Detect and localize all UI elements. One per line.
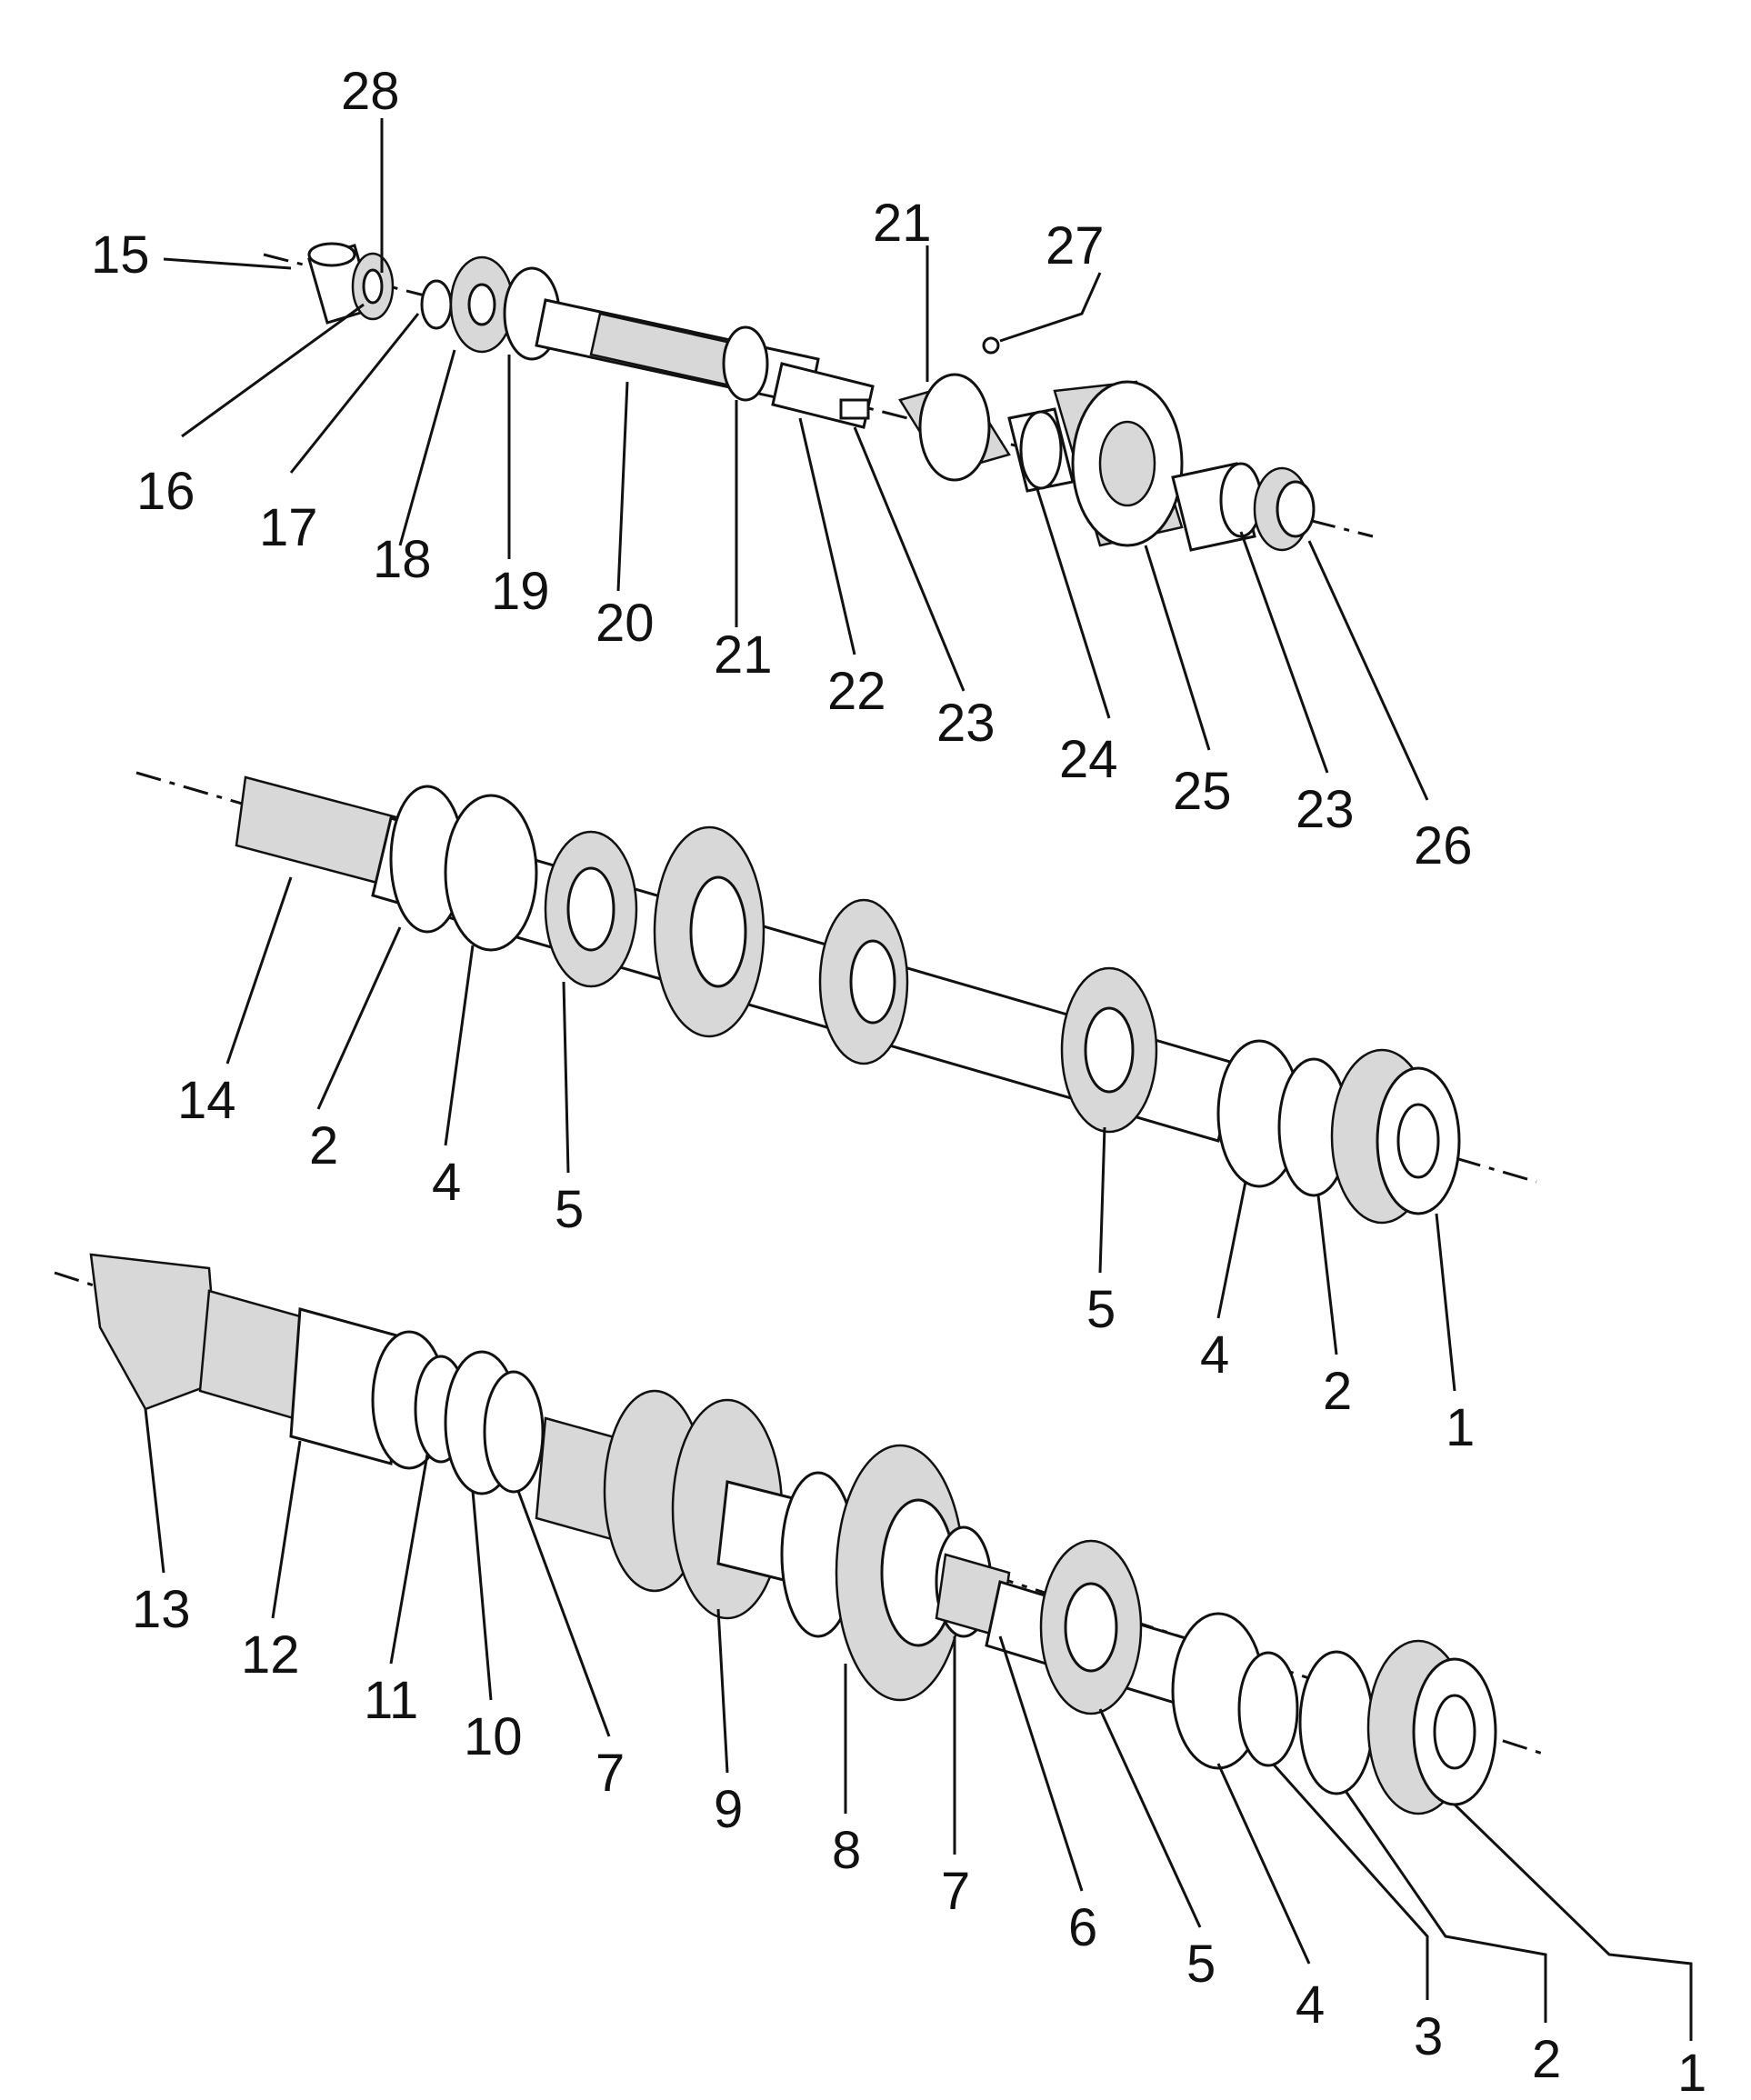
- label-5-middle-left: 5: [555, 1180, 584, 1239]
- part-23-sleeve: [1171, 462, 1263, 552]
- label-4-lower: 4: [1296, 1975, 1325, 2035]
- label-5-lower: 5: [1186, 1935, 1216, 1994]
- label-6: 6: [1068, 1898, 1097, 1957]
- part-1-taper-bearing-middle: [1330, 1048, 1461, 1225]
- label-23-right: 23: [1296, 780, 1355, 839]
- label-10: 10: [464, 1707, 523, 1766]
- label-13: 13: [132, 1580, 191, 1639]
- label-19: 19: [491, 562, 550, 621]
- label-1-lower: 1: [1677, 2044, 1706, 2100]
- label-4-middle-left: 4: [432, 1153, 461, 1212]
- leader-lines: [144, 118, 1693, 2041]
- part-4-washer-left: [444, 794, 538, 952]
- label-14: 14: [177, 1071, 236, 1130]
- label-7-lower-left: 7: [595, 1744, 625, 1803]
- label-2-lower: 2: [1532, 2030, 1561, 2089]
- label-1-middle: 1: [1446, 1398, 1475, 1457]
- upper-shaft-assembly: [263, 242, 1374, 552]
- label-22: 22: [827, 662, 886, 721]
- label-4-middle-right: 4: [1200, 1325, 1229, 1385]
- label-25: 25: [1173, 762, 1232, 821]
- label-18: 18: [373, 530, 432, 589]
- label-21-upper: 21: [873, 194, 932, 253]
- part-25-gear: [1053, 380, 1184, 547]
- part-23-key: [839, 398, 870, 420]
- label-5-middle-right: 5: [1086, 1280, 1116, 1339]
- label-11: 11: [364, 1671, 418, 1730]
- part-19-bearing: [449, 255, 515, 354]
- label-28: 28: [341, 62, 400, 121]
- part-5-bearing-lower: [1039, 1539, 1143, 1715]
- label-26: 26: [1414, 816, 1473, 875]
- part-21-collar: [722, 325, 769, 402]
- label-17: 17: [259, 498, 318, 557]
- label-27: 27: [1046, 216, 1105, 275]
- part-21-gear: [898, 373, 1011, 482]
- label-20: 20: [595, 594, 655, 653]
- part-26-bearing: [1253, 466, 1316, 552]
- label-7-lower-right: 7: [941, 1862, 970, 1921]
- part-5-bearing-right: [1060, 966, 1158, 1134]
- label-12: 12: [241, 1625, 300, 1685]
- part-7-ring-left: [483, 1370, 545, 1494]
- part-14-splined-end: [235, 775, 402, 888]
- callout-labels: 28 15 16 17 18 19 20 21 22 23 24 25 23 2…: [91, 62, 1706, 2100]
- middle-mid-gear: [818, 898, 909, 1065]
- label-8: 8: [832, 1821, 861, 1880]
- middle-large-gear: [653, 825, 765, 1038]
- part-27-ball: [982, 336, 1000, 355]
- label-23-left: 23: [936, 694, 996, 753]
- part-8-gear: [780, 1444, 966, 1702]
- lower-shaft-assembly: [54, 1253, 1546, 1815]
- part-13-bevel-pinion: [89, 1253, 220, 1411]
- part-3-ring: [1237, 1651, 1299, 1767]
- label-15: 15: [91, 225, 150, 285]
- label-21-lower: 21: [714, 625, 773, 685]
- label-24: 24: [1059, 730, 1118, 789]
- part-1-taper-bearing-lower: [1366, 1639, 1497, 1815]
- label-3-lower: 3: [1414, 2007, 1443, 2066]
- part-2-circlip-lower: [1298, 1650, 1375, 1795]
- part-5-bearing-left: [544, 830, 638, 988]
- label-9: 9: [714, 1780, 743, 1839]
- label-16: 16: [136, 462, 195, 521]
- label-2-middle-left: 2: [309, 1116, 338, 1175]
- middle-shaft-assembly: [135, 771, 1537, 1225]
- label-2-middle-right: 2: [1323, 1362, 1352, 1421]
- part-18-ring: [420, 279, 453, 330]
